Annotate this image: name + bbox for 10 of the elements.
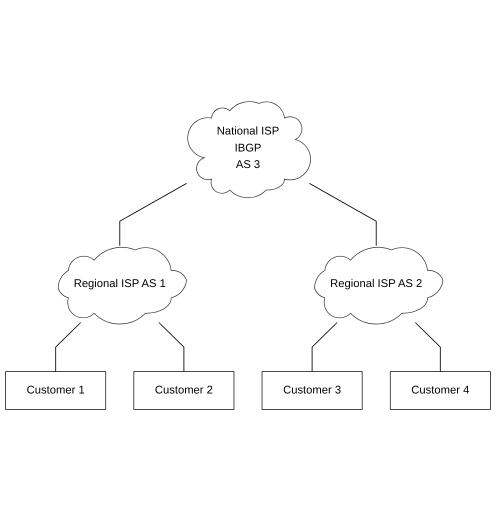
connector bbox=[158, 322, 184, 372]
node-box: Customer 2 bbox=[133, 372, 234, 410]
connector bbox=[55, 322, 82, 372]
connector bbox=[308, 183, 377, 247]
connector bbox=[312, 322, 338, 372]
connector bbox=[414, 322, 441, 372]
node-box: Customer 1 bbox=[5, 372, 106, 410]
node-box: Customer 4 bbox=[390, 372, 491, 410]
node-box: Customer 3 bbox=[262, 372, 363, 410]
connector bbox=[119, 183, 188, 247]
